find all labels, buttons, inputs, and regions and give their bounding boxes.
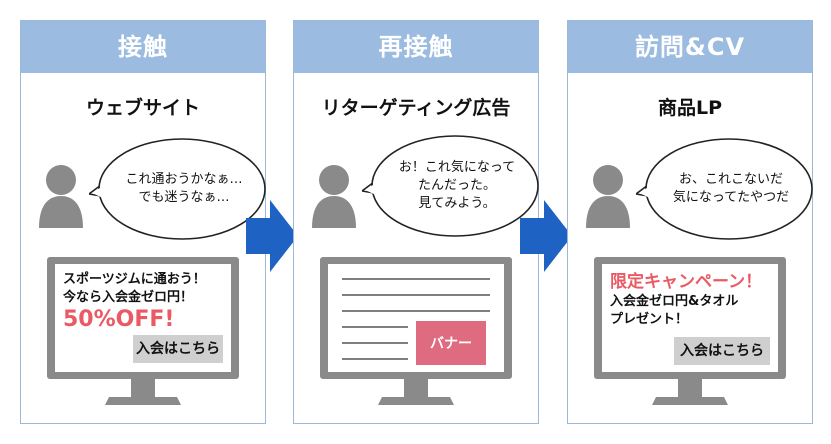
thought-line: たんだった。	[417, 178, 496, 193]
arrow-right-icon	[520, 200, 572, 272]
channel-label: リターゲティング広告	[321, 97, 511, 119]
text-lines	[342, 278, 490, 360]
thought-line: 気になってたやつだ	[672, 190, 790, 205]
person-icon	[39, 165, 83, 228]
ad-text: スポーツジムに通おう！	[63, 272, 206, 287]
arrow-right-icon	[246, 200, 298, 272]
panel-header: 再接触	[294, 21, 538, 73]
panel-header: 接触	[21, 21, 265, 73]
ad-text: プレゼント！	[610, 312, 689, 327]
channel-label: ウェブサイト	[85, 97, 200, 119]
panel-contact: 接触 ウェブサイト これ通おうかなぁ… でも迷うなぁ… スポーツジムに通おう！ …	[20, 20, 266, 424]
ad-banner[interactable]: バナー	[416, 321, 486, 365]
channel-label: 商品LP	[657, 97, 723, 119]
thought-line: お！これ気になって	[398, 160, 516, 175]
signup-button[interactable]: 入会はこちら	[133, 335, 223, 363]
person-icon	[586, 165, 630, 228]
panel-visit-cv: 訪問&CV 商品LP お、これこないだ 気になってたやつだ 限定キャンペーン！ …	[567, 20, 813, 424]
thought-line: 見てみよう。	[418, 196, 496, 211]
thought-line: これ通おうかなぁ…	[125, 172, 243, 187]
campaign-title: 限定キャンペーン！	[610, 272, 763, 292]
thought-line: お、これこないだ	[678, 172, 783, 187]
person-icon	[312, 165, 356, 228]
thought-line: でも迷うなぁ…	[138, 190, 230, 205]
signup-button[interactable]: 入会はこちら	[674, 337, 770, 365]
panel-header: 訪問&CV	[568, 21, 812, 73]
ad-text: 今なら入会金ゼロ円！	[63, 290, 194, 305]
panel-recontact: 再接触 リターゲティング広告 お！これ気になって たんだった。 見てみよう。 バ…	[293, 20, 539, 424]
ad-discount: 50%OFF!	[63, 307, 175, 332]
ad-text: 入会金ゼロ円&タオル	[610, 294, 739, 309]
